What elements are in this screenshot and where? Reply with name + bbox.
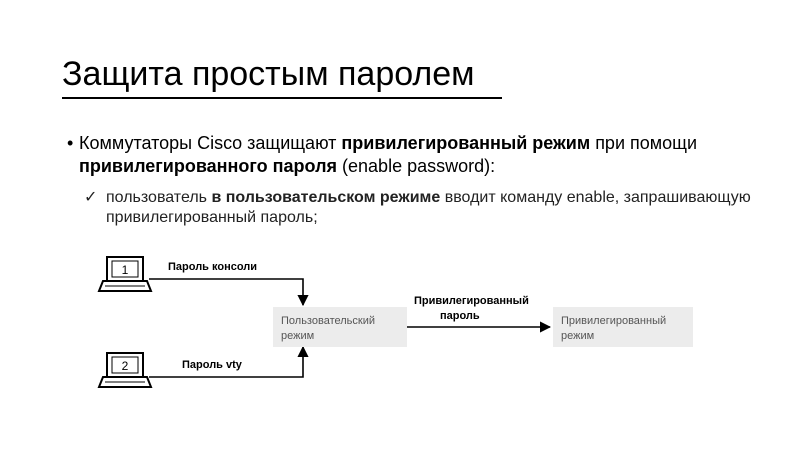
bullet-text-part1: Коммутаторы Cisco защищают: [79, 133, 342, 153]
sub-bullet-text: пользователь в пользовательском режиме в…: [106, 188, 784, 228]
terminal-2-number: 2: [122, 359, 129, 373]
password-diagram: 1 2 Пароль консоли Пароль vty Пользовате…: [95, 245, 715, 415]
vty-password-label: Пароль vty: [182, 359, 243, 371]
privileged-mode-box: [553, 307, 693, 347]
bullet-text-part2: при помощи: [590, 133, 698, 153]
computer-terminal-icon: [97, 352, 153, 388]
sub-bullet-bold-user-mode: в пользовательском режиме: [211, 189, 441, 206]
terminal-1-number: 1: [122, 263, 129, 277]
bullet-text: Коммутаторы Cisco защищают привилегирова…: [79, 132, 787, 178]
arrow-icon: [149, 345, 309, 378]
enable-password-label-line1: Привилегированный: [414, 295, 529, 307]
checkmark-icon: ✓: [84, 189, 98, 206]
title-underline: [62, 97, 502, 99]
enable-password-label-line2: пароль: [440, 310, 480, 322]
arrow-icon: [149, 278, 309, 307]
bullet-bold-privileged-mode: привилегированный режим: [341, 133, 591, 153]
sub-bullet-text-part1: пользователь: [106, 189, 212, 206]
bullet-text-part3: (enable password):: [337, 156, 496, 176]
sub-bullet-text-part2: вводит команду enable, запрашивающую при…: [106, 189, 751, 226]
user-mode-label-line2: режим: [281, 330, 314, 342]
user-mode-box: [273, 307, 407, 347]
user-mode-label-line1: Пользовательский: [281, 315, 375, 327]
console-password-label: Пароль консоли: [168, 261, 257, 273]
privileged-mode-label-line1: Привилегированный: [561, 315, 666, 327]
bullet-bold-privileged-password: привилегированного пароля: [79, 156, 338, 176]
privileged-mode-label-line2: режим: [561, 330, 594, 342]
password-diagram-svg: 1 2 Пароль консоли Пароль vty Пользовате…: [97, 256, 693, 388]
slide-title: Защита простым паролем: [62, 55, 475, 93]
bullet-marker: •: [67, 133, 74, 153]
computer-terminal-icon: [97, 256, 153, 292]
